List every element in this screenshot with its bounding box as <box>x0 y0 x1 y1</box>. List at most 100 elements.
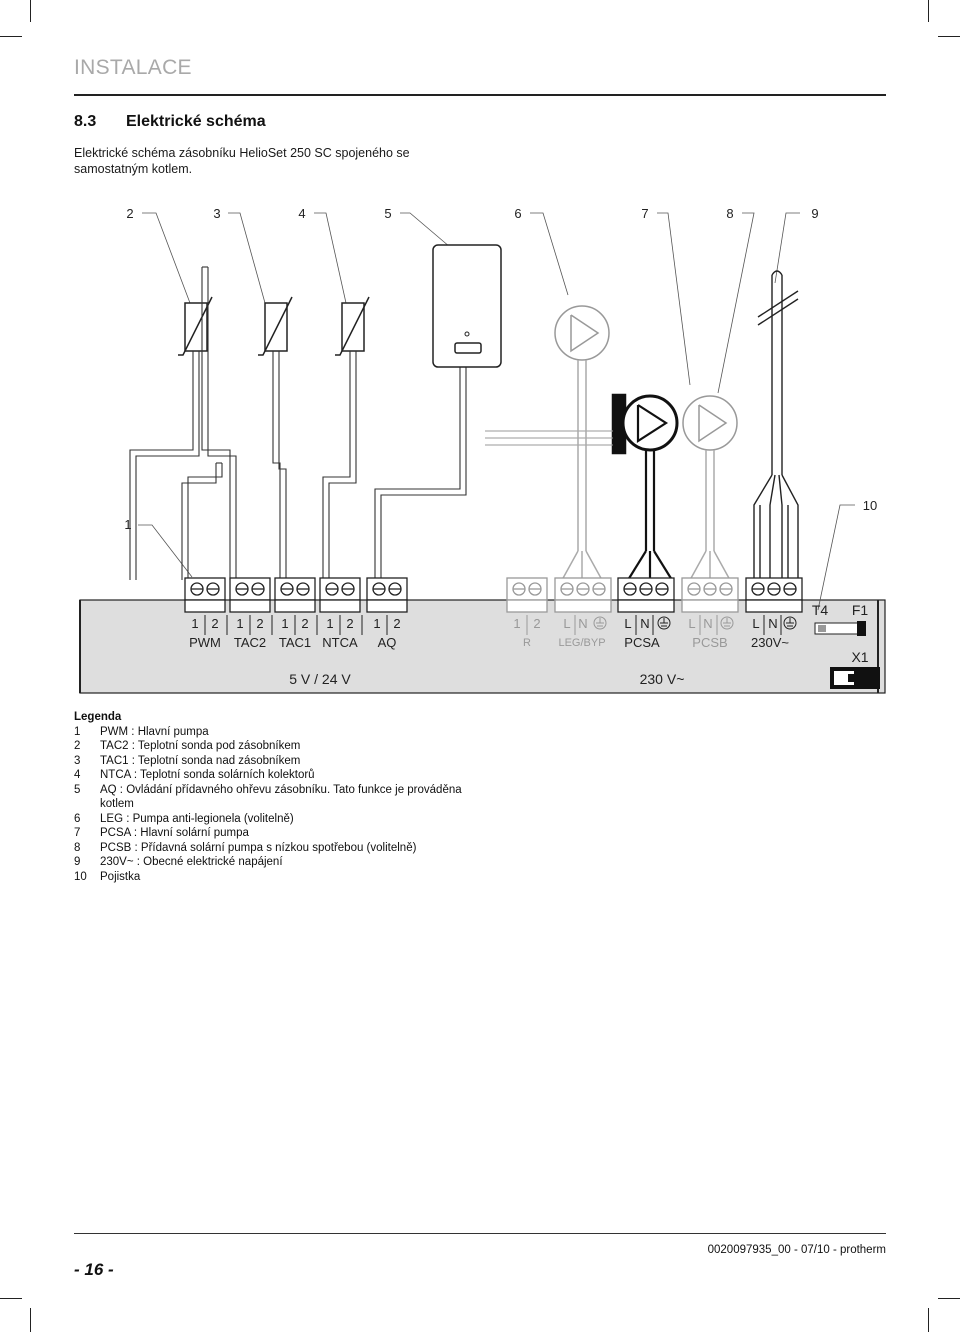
pin-label: 1 <box>373 616 380 631</box>
diagram-stroke <box>657 616 797 630</box>
crop-mark <box>928 1308 929 1332</box>
crop-mark <box>938 36 960 37</box>
diagram-stroke <box>717 212 755 394</box>
diagram-stroke <box>554 305 610 361</box>
pump-leg <box>554 305 610 361</box>
mains-cable <box>753 270 799 580</box>
control-board <box>79 599 886 694</box>
terminal-blocks-low <box>184 577 408 613</box>
legend-number: 7 <box>74 827 81 839</box>
connector-r: R <box>523 637 531 649</box>
diagram-stroke <box>593 616 734 630</box>
document-code: 0020097935_00 - 07/10 - protherm <box>707 1244 886 1256</box>
diagram-stroke <box>506 599 548 613</box>
section-number: 8.3 <box>74 113 97 130</box>
diagram-stroke <box>181 463 217 580</box>
crop-mark <box>928 0 929 22</box>
callout-3: 3 <box>213 206 220 221</box>
legend-number: 3 <box>74 754 81 767</box>
leader-lines <box>138 212 855 611</box>
legend-number: 8 <box>74 841 81 854</box>
callout-4: 4 <box>298 206 305 221</box>
diagram-stroke <box>181 462 223 580</box>
connector-tac2: TAC2 <box>234 635 266 650</box>
legend-number: 5 <box>74 783 81 796</box>
pin-label: 2 <box>393 616 400 631</box>
pump-pcsb <box>682 395 738 451</box>
diagram-stroke <box>753 474 773 580</box>
legend-text: TAC1 : Teplotní sonda nad zásobníkem <box>100 754 301 767</box>
pin-label: 1 <box>191 616 198 631</box>
callout-7: 7 <box>641 206 648 221</box>
pin-label: 2 <box>256 616 263 631</box>
diagram-stroke <box>228 212 266 304</box>
header-rule <box>74 94 886 96</box>
diagram-stroke <box>857 621 866 636</box>
diagram-stroke <box>617 599 675 613</box>
diagram-stroke <box>274 599 316 613</box>
legend-item: 5 AQ : Ovládání přídavného ohřevu zásobní… <box>74 783 494 812</box>
diagram-stroke <box>207 267 237 580</box>
diagram-stroke <box>184 599 226 613</box>
diagram-stroke <box>526 615 718 635</box>
diagram-stroke <box>653 550 673 581</box>
legend-number: 9 <box>74 856 81 868</box>
callout-9: 9 <box>811 206 818 221</box>
diagram-stroke <box>258 296 293 356</box>
diagram-stroke <box>561 360 603 581</box>
connector-mains: 230V~ <box>751 635 789 650</box>
diagram-stroke <box>757 298 799 326</box>
legend-text: Pojistka <box>100 870 141 883</box>
diagram-stroke <box>682 395 738 451</box>
sensor-wires <box>129 266 467 580</box>
diagram-stroke <box>201 267 231 580</box>
diagram-stroke <box>187 463 223 580</box>
diagram-stroke <box>272 351 281 580</box>
callout-8: 8 <box>726 206 733 221</box>
sensor-tac1 <box>258 296 293 356</box>
connector-ntca: NTCA <box>322 635 358 650</box>
diagram-stroke <box>818 625 826 632</box>
pin-label: L <box>688 616 695 631</box>
diagram-stroke <box>129 351 194 580</box>
fuse-icon <box>814 621 866 636</box>
section-label: INSTALACE <box>74 56 192 79</box>
connector-aq: AQ <box>378 635 397 650</box>
connector-leg: LEG/BYP <box>558 637 605 649</box>
crop-mark <box>938 1298 960 1299</box>
diagram-stroke <box>204 615 388 635</box>
diagram-stroke <box>774 212 800 284</box>
diagram-stroke <box>322 351 351 580</box>
page-number: - 16 - <box>74 1260 114 1279</box>
legend-text: AQ : Ovládání přídavného ohřevu zásobník… <box>100 783 462 811</box>
diagram-stroke <box>593 616 607 630</box>
footer-rule <box>74 1233 886 1234</box>
diagram-stroke <box>561 550 579 581</box>
diagram-stroke <box>278 351 287 580</box>
pin-label: N <box>703 616 712 631</box>
diagram-stroke <box>817 504 855 611</box>
diagram-stroke <box>135 351 200 580</box>
callout-5: 5 <box>384 206 391 221</box>
pin-label: L <box>563 616 570 631</box>
pin-label: L <box>752 616 759 631</box>
diagram-stroke <box>698 404 728 443</box>
callouts: 2 3 4 5 6 7 8 9 1 10 <box>124 206 877 532</box>
legend-item: 3 TAC1 : Teplotní sonda nad zásobníkem <box>74 754 494 769</box>
connector-pwm: PWM <box>189 635 221 650</box>
diagram-stroke <box>485 430 613 446</box>
diagram-stroke <box>585 550 603 581</box>
pin-label: L <box>624 616 631 631</box>
diagram-stroke <box>617 577 803 613</box>
diagram-stroke <box>570 314 600 353</box>
callout-1: 1 <box>124 517 131 532</box>
high-voltage-label: 230 V~ <box>640 671 685 687</box>
